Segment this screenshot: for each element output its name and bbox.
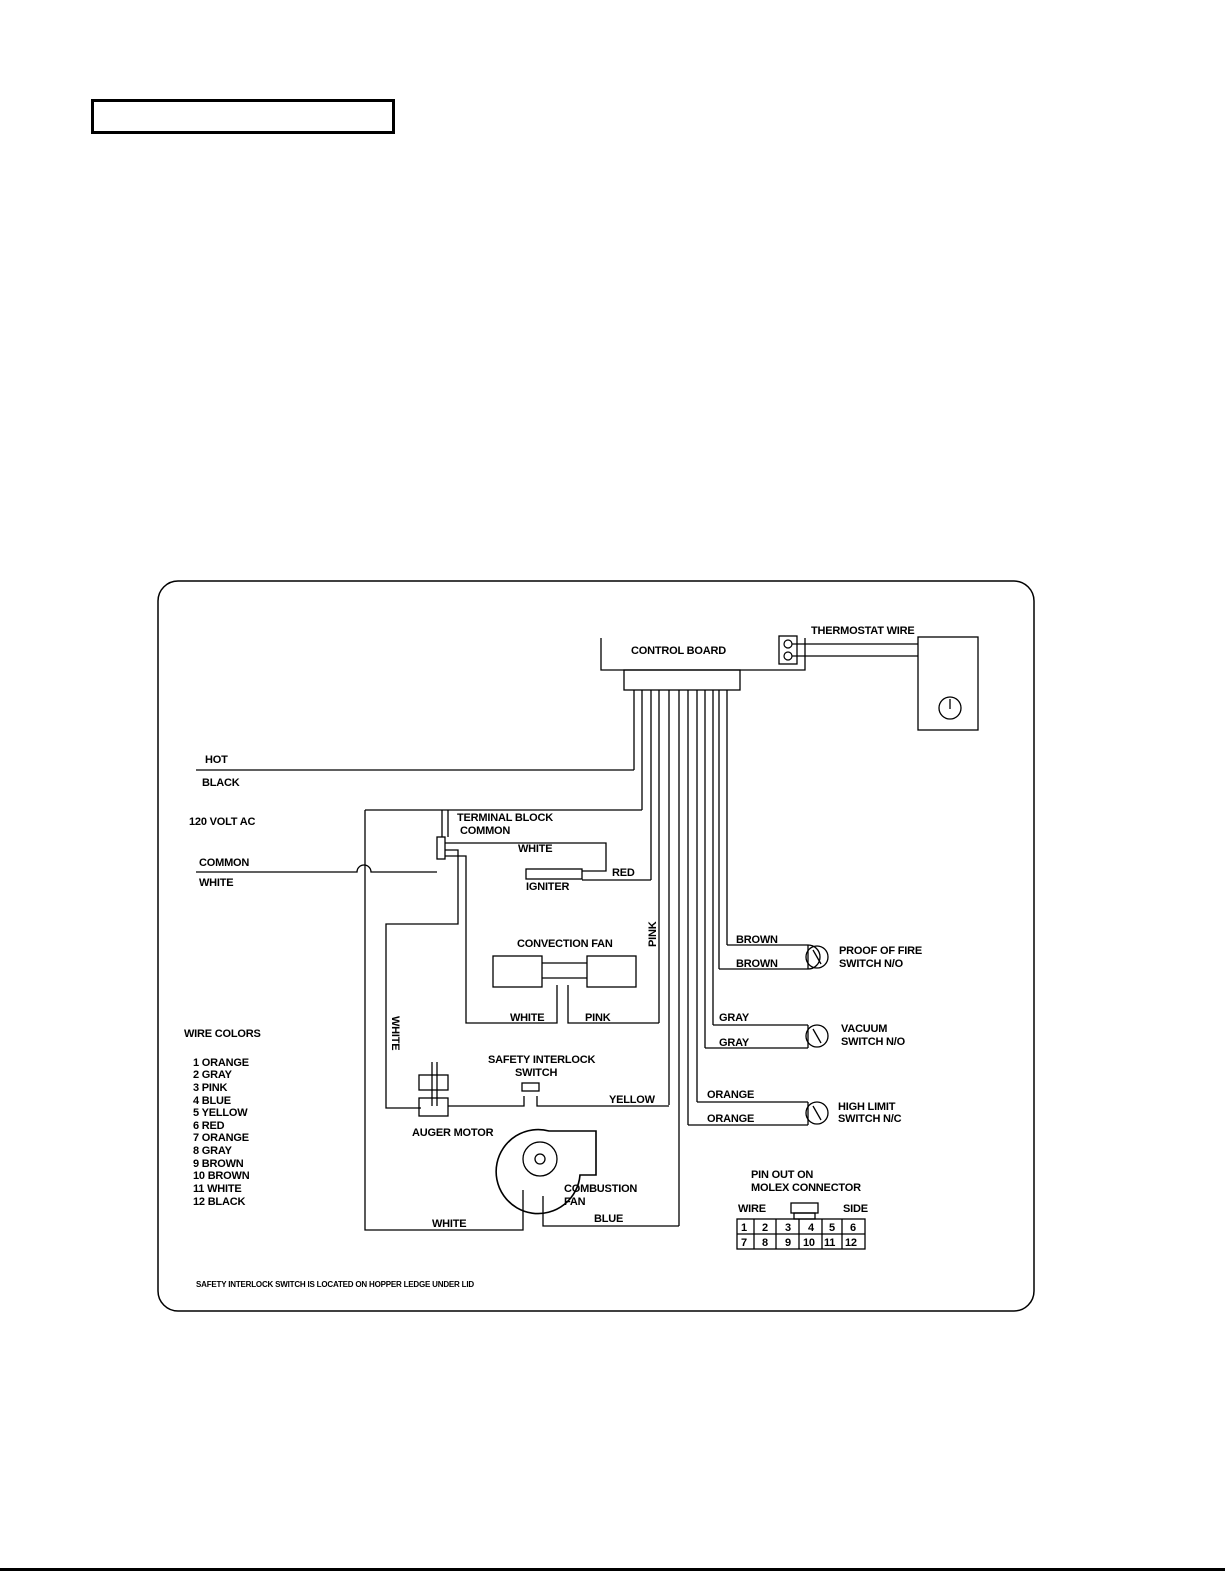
white-loop-wire [364,810,524,1231]
safety-interlock-label-2: SWITCH [515,1067,557,1079]
wire-label: WIRE [738,1203,766,1215]
terminal-common-label: COMMON [460,825,510,837]
molex-pin: 8 [762,1237,768,1249]
bottom-white-label: WHITE [432,1218,466,1230]
molex-connector: PIN OUT ON MOLEX CONNECTOR WIRE SIDE 1 2… [736,1169,868,1250]
harness-wires [633,690,728,1226]
red-label: RED [612,867,635,879]
molex-pin: 2 [762,1222,768,1234]
proof-of-fire-switch: BROWN BROWN PROOF OF FIRE SWITCH N/O [719,934,922,970]
control-board-label: CONTROL BOARD [631,645,726,657]
molex-pin: 1 [741,1222,747,1234]
molex-pin: 7 [741,1237,747,1249]
high-limit-label-1: HIGH LIMIT [838,1101,896,1113]
wire-color-item: 3 PINK [193,1082,228,1094]
gray-label-1: GRAY [719,1012,750,1024]
thermostat-terminal-2 [783,651,793,661]
thermostat: THERMOSTAT WIRE [778,625,979,731]
molex-pin: 11 [824,1237,835,1249]
footnote: SAFETY INTERLOCK SWITCH IS LOCATED ON HO… [196,1280,474,1289]
wire-colors-legend: WIRE COLORS 1 ORANGE 2 GRAY 3 PINK 4 BLU… [184,1028,261,1208]
pin-out-label-1: PIN OUT ON [751,1169,813,1181]
pink-vertical-label: PINK [647,921,659,947]
combustion-fan-label-1: COMBUSTION [564,1183,637,1195]
wire-color-item: 10 BROWN [193,1170,250,1182]
wire-color-item: 12 BLACK [193,1196,245,1208]
proof-of-fire-label-2: SWITCH N/O [839,958,904,970]
terminal-block-label: TERMINAL BLOCK [457,812,553,824]
safety-interlock-switch: SAFETY INTERLOCK SWITCH YELLOW [448,1054,669,1107]
gray-label-2: GRAY [719,1037,750,1049]
molex-pin: 9 [785,1237,791,1249]
header-box [91,99,395,134]
orange-label-2: ORANGE [707,1113,754,1125]
common-label: COMMON [199,857,249,869]
proof-of-fire-label-1: PROOF OF FIRE [839,945,922,957]
orange-label-1: ORANGE [707,1089,754,1101]
igniter-label: IGNITER [526,881,569,893]
wire-color-item: 5 YELLOW [193,1107,248,1119]
thermostat-terminal-1 [783,639,793,649]
white-supply-label: WHITE [199,877,233,889]
conv-pink-label: PINK [585,1012,611,1024]
molex-pin: 10 [803,1237,815,1249]
auger-motor-label: AUGER MOTOR [412,1127,494,1139]
wire-color-item: 1 ORANGE [193,1057,249,1069]
side-label: SIDE [843,1203,868,1215]
igniter-white-label: WHITE [518,843,552,855]
thermostat-dial-icon [938,696,962,720]
auger-motor: AUGER MOTOR [412,1062,494,1139]
convection-fan: CONVECTION FAN WHITE PINK PINK [445,855,659,1024]
wire-color-item: 9 BROWN [193,1158,244,1170]
convection-fan-label: CONVECTION FAN [517,938,613,950]
brown-label-1: BROWN [736,934,778,946]
molex-pin: 6 [850,1222,856,1234]
wire-color-item: 11 WHITE [193,1183,242,1195]
thermostat-wire-label: THERMOSTAT WIRE [811,625,915,637]
pin-out-label-2: MOLEX CONNECTOR [751,1182,861,1194]
black-label: BLACK [202,777,240,789]
control-board: CONTROL BOARD [600,638,806,691]
blue-label: BLUE [594,1213,623,1225]
wire-colors-title: WIRE COLORS [184,1028,261,1040]
vacuum-switch: GRAY GRAY VACUUM SWITCH N/O [705,1012,906,1049]
wire-color-item: 4 BLUE [193,1095,231,1107]
combustion-fan-label-2: FAN [564,1196,586,1208]
yellow-label: YELLOW [609,1094,656,1106]
white-auger-wire [385,849,459,1109]
conv-white-label: WHITE [510,1012,544,1024]
hot-label: HOT [205,754,228,766]
brown-label-2: BROWN [736,958,778,970]
molex-pin: 12 [845,1237,857,1249]
igniter: WHITE RED IGNITER [445,842,651,893]
molex-pin: 5 [829,1222,835,1234]
common-wire [196,864,437,873]
terminal-block: TERMINAL BLOCK COMMON [365,809,642,860]
high-limit-label-2: SWITCH N/C [838,1113,902,1125]
molex-pin: 4 [808,1222,815,1234]
white-vertical-label: WHITE [389,1016,401,1050]
bottom-rule [0,1568,1225,1571]
high-limit-switch: ORANGE ORANGE HIGH LIMIT SWITCH N/C [688,1089,902,1126]
volt-label: 120 VOLT AC [189,816,256,828]
vacuum-label-1: VACUUM [841,1023,887,1035]
wire-color-item: 7 ORANGE [193,1132,249,1144]
vacuum-label-2: SWITCH N/O [841,1036,906,1048]
molex-pin: 3 [785,1222,791,1234]
safety-interlock-label-1: SAFETY INTERLOCK [488,1054,595,1066]
wire-color-item: 8 GRAY [193,1145,233,1157]
wire-color-item: 6 RED [193,1120,225,1132]
diagram-frame [157,580,1035,1312]
wire-color-item: 2 GRAY [193,1069,233,1081]
combustion-fan: COMBUSTION FAN BLUE [495,1128,679,1227]
